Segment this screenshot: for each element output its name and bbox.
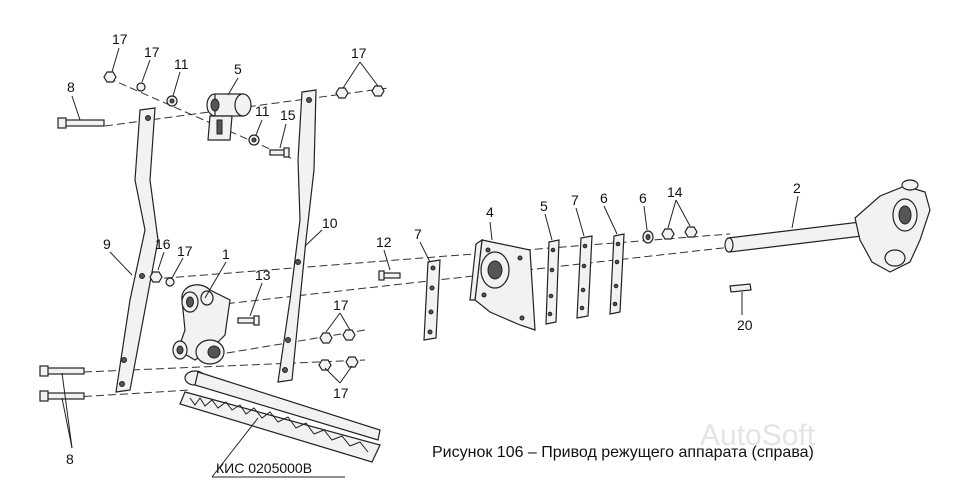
fasteners	[103, 71, 385, 371]
callout-17-fourth: 17	[333, 385, 349, 401]
callout-13: 13	[255, 267, 271, 283]
callout-8-b: 8	[66, 451, 74, 467]
callout-17-a: 17	[112, 31, 128, 47]
callout-11-b: 11	[255, 103, 270, 119]
drive-link-left	[115, 107, 159, 393]
bearing-housing	[469, 238, 536, 331]
bushing	[206, 93, 252, 141]
figure-caption: Рисунок 106 – Привод режущего аппарата (…	[432, 444, 814, 461]
callout-8-a: 8	[67, 79, 75, 95]
assembly-reference: КИС 0205000В	[216, 460, 312, 476]
callout-15: 14	[667, 184, 683, 200]
callout-1: 1	[222, 246, 230, 262]
callout-3: 4	[486, 204, 494, 220]
callout-5-a: 5	[540, 198, 548, 214]
callout-17-b: 17	[351, 45, 367, 61]
callout-5-b: 6	[600, 190, 608, 206]
plate-left	[423, 259, 441, 341]
callout-17-third: 17	[333, 297, 349, 313]
small-bolts	[237, 147, 401, 326]
drive-shaft	[724, 179, 931, 273]
callout-18: 17	[177, 243, 193, 259]
callout-9: 9	[103, 236, 111, 252]
washer-and-nuts	[642, 226, 698, 244]
callout-12: 12	[376, 234, 392, 250]
callout-7-a: 7	[414, 226, 422, 242]
callout-11-a: 11	[174, 56, 189, 72]
callout-2: 2	[793, 180, 801, 196]
knife-assembly	[179, 370, 381, 463]
key	[729, 283, 752, 293]
callout-14: 15	[280, 107, 296, 123]
lever	[172, 284, 231, 365]
callout-20: 20	[737, 317, 753, 333]
callout-10: 10	[322, 215, 338, 231]
callout-labels: 17 17 11 5 17 8 11 15 9 10 16 17 1 13 12…	[66, 31, 801, 467]
bolts	[39, 117, 105, 402]
watermark: AutoSoft	[700, 419, 816, 452]
callout-6-label: 6	[639, 190, 647, 206]
spacer-plates	[545, 233, 625, 325]
leader-lines	[61, 47, 799, 478]
drive-link-right	[277, 89, 317, 383]
callout-7-b: 7	[571, 192, 579, 208]
callout-16: 16	[155, 236, 171, 252]
callout-4: 5	[234, 61, 242, 77]
callout-19: 17	[144, 44, 160, 60]
